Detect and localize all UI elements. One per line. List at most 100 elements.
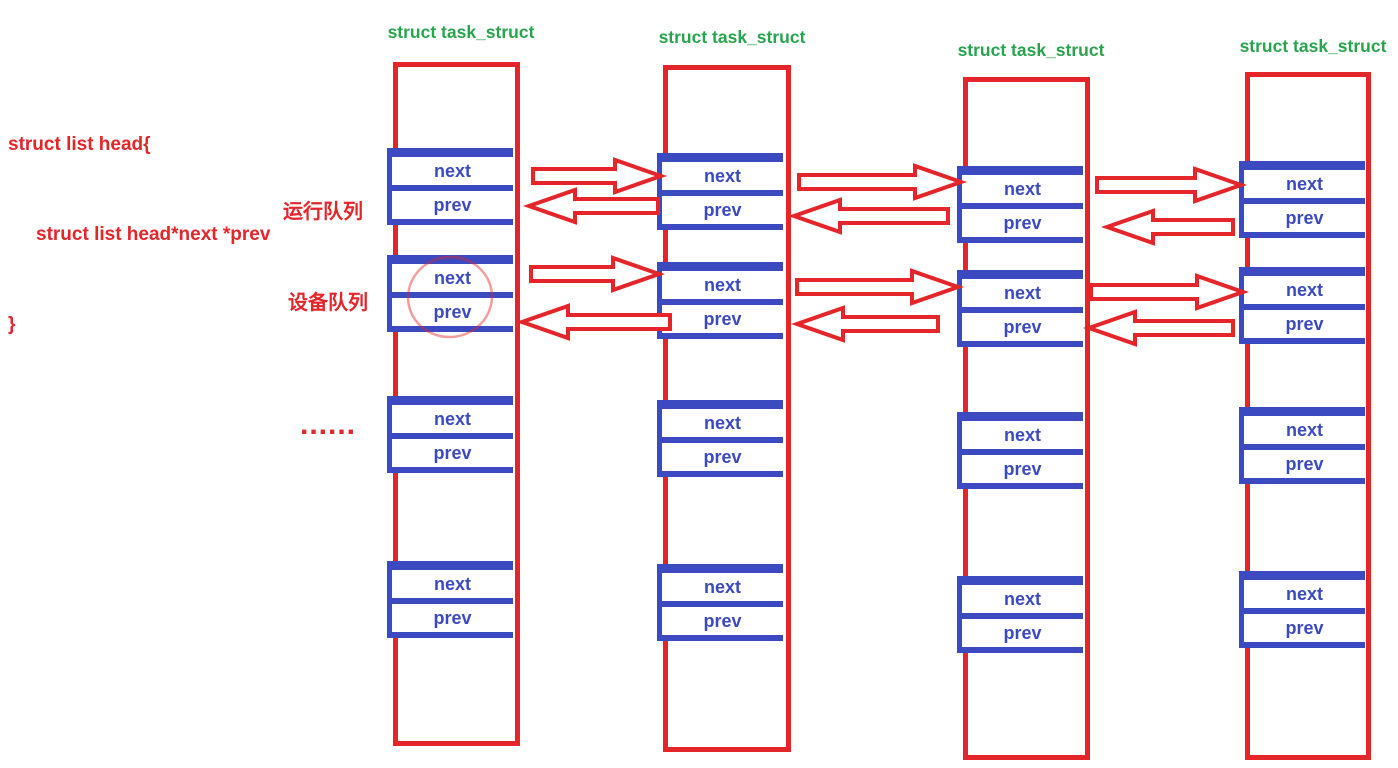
column-header-2: struct task_struct <box>658 27 806 47</box>
node-bottom-bar <box>662 635 783 641</box>
prev-label: prev <box>433 301 472 322</box>
prev-label: prev <box>433 442 472 463</box>
node-top-bar <box>392 561 513 570</box>
list-node: next prev <box>957 270 1083 347</box>
next-label: next <box>1003 282 1041 303</box>
list-node: next prev <box>387 255 513 332</box>
next-field: next <box>1244 276 1365 304</box>
node-top-bar <box>1244 571 1365 580</box>
list-node: next prev <box>1239 407 1365 484</box>
node-divider <box>392 598 513 604</box>
next-label: next <box>703 165 741 186</box>
prev-label: prev <box>1285 207 1324 228</box>
node-divider <box>662 601 783 607</box>
next-field: next <box>662 162 783 190</box>
next-label: next <box>1285 279 1323 300</box>
next-label: next <box>703 274 741 295</box>
node-bottom-bar <box>392 632 513 638</box>
next-pointer-arrow <box>529 255 666 293</box>
next-label: next <box>433 573 471 594</box>
prev-pointer-arrow <box>1100 208 1235 246</box>
prev-field: prev <box>962 619 1083 647</box>
prev-label: prev <box>433 194 472 215</box>
prev-label: prev <box>703 610 742 631</box>
node-top-bar <box>662 153 783 162</box>
next-field: next <box>962 279 1083 307</box>
node-divider <box>392 185 513 191</box>
list-node: next prev <box>387 561 513 638</box>
prev-field: prev <box>1244 614 1365 642</box>
next-field: next <box>962 585 1083 613</box>
next-field: next <box>1244 580 1365 608</box>
list-node: next prev <box>1239 571 1365 648</box>
next-label: next <box>433 408 471 429</box>
list-node: next prev <box>387 148 513 225</box>
list-node: next prev <box>957 412 1083 489</box>
next-field: next <box>962 421 1083 449</box>
node-bottom-bar <box>962 341 1083 347</box>
prev-pointer-arrow <box>790 305 940 343</box>
prev-field: prev <box>1244 310 1365 338</box>
node-bottom-bar <box>962 647 1083 653</box>
node-bottom-bar <box>392 326 513 332</box>
next-label: next <box>703 576 741 597</box>
column-header-4: struct task_struct <box>1239 36 1387 56</box>
next-field: next <box>392 157 513 185</box>
next-label: next <box>1003 588 1041 609</box>
prev-field: prev <box>962 209 1083 237</box>
node-top-bar <box>392 255 513 264</box>
column-header-3: struct task_struct <box>957 40 1105 60</box>
next-pointer-arrow <box>795 268 965 306</box>
node-top-bar <box>962 270 1083 279</box>
node-divider <box>392 433 513 439</box>
node-divider <box>662 437 783 443</box>
node-top-bar <box>392 396 513 405</box>
prev-field: prev <box>662 196 783 224</box>
next-field: next <box>662 409 783 437</box>
prev-pointer-arrow <box>515 303 672 341</box>
task-struct-column-4: next prev next prev next prev next prev <box>1239 72 1375 760</box>
code-line-2: struct list head*next *prev <box>36 224 271 245</box>
prev-pointer-arrow <box>1082 309 1235 347</box>
next-label: next <box>1003 424 1041 445</box>
next-pointer-arrow <box>797 163 968 201</box>
node-bottom-bar <box>962 237 1083 243</box>
node-top-bar <box>962 412 1083 421</box>
node-divider <box>1244 608 1365 614</box>
next-field: next <box>392 264 513 292</box>
run-queue-label: 运行队列 <box>283 201 363 223</box>
next-label: next <box>1285 419 1323 440</box>
prev-field: prev <box>392 604 513 632</box>
node-top-bar <box>662 262 783 271</box>
next-field: next <box>962 175 1083 203</box>
prev-label: prev <box>1285 313 1324 334</box>
code-line-3: } <box>8 314 16 335</box>
next-field: next <box>1244 416 1365 444</box>
next-label: next <box>703 412 741 433</box>
column-header-1: struct task_struct <box>387 22 535 42</box>
prev-label: prev <box>1003 212 1042 233</box>
node-divider <box>1244 304 1365 310</box>
next-label: next <box>433 267 471 288</box>
node-top-bar <box>392 148 513 157</box>
prev-label: prev <box>433 607 472 628</box>
prev-field: prev <box>1244 204 1365 232</box>
prev-label: prev <box>703 308 742 329</box>
prev-pointer-arrow <box>787 197 950 235</box>
prev-field: prev <box>392 298 513 326</box>
node-bottom-bar <box>1244 642 1365 648</box>
prev-label: prev <box>1003 316 1042 337</box>
code-line-1: struct list head{ <box>8 134 151 155</box>
prev-field: prev <box>662 305 783 333</box>
node-bottom-bar <box>962 483 1083 489</box>
list-head-code-block: struct list head{ struct list head*next … <box>8 70 270 400</box>
prev-label: prev <box>1285 617 1324 638</box>
next-field: next <box>662 271 783 299</box>
next-label: next <box>433 160 471 181</box>
next-field: next <box>392 405 513 433</box>
next-pointer-arrow <box>1089 273 1250 311</box>
prev-pointer-arrow <box>522 187 660 225</box>
node-bottom-bar <box>392 219 513 225</box>
node-top-bar <box>662 400 783 409</box>
